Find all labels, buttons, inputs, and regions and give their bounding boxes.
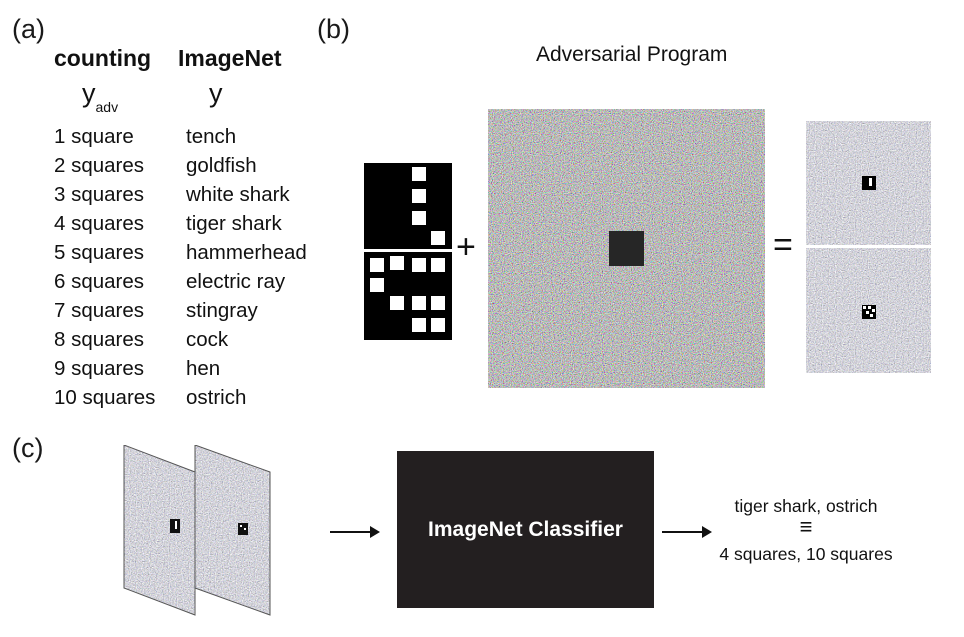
y-adv-subscript: adv [95, 99, 119, 116]
imagenet-label-cell: stingray [186, 299, 258, 322]
imagenet-label-cell: electric ray [186, 270, 286, 293]
center-mask [609, 231, 644, 266]
table-row: 3 squares white shark [54, 180, 307, 209]
programmed-image-10-squares [806, 248, 931, 373]
table-row: 5 squares hammerhead [54, 238, 307, 267]
count-cell: 6 squares [54, 270, 145, 293]
imagenet-label-cell: white shark [186, 183, 290, 206]
adversarial-program-title: Adversarial Program [536, 43, 728, 66]
imagenet-header: ImageNet [178, 45, 282, 71]
count-cell: 9 squares [54, 357, 145, 380]
y-label: y [209, 78, 223, 108]
adversarial-program-image [488, 109, 765, 388]
plus-sign: + [456, 228, 476, 266]
label-mapping-table: 1 square tench 2 squares goldfish 3 squares w… [54, 122, 307, 412]
count-cell: 3 squares [54, 183, 145, 206]
count-cell: 7 squares [54, 299, 145, 322]
output-imagenet-labels: tiger shark, ostrich [734, 496, 878, 516]
count-cell: 2 squares [54, 154, 145, 177]
divider [364, 249, 452, 252]
counting-image-4-squares [364, 163, 452, 249]
table-row: 9 squares hen [54, 354, 307, 383]
table-row: 4 squares tiger shark [54, 209, 307, 238]
panel-label-c: (c) [12, 433, 44, 463]
equivalence-symbol: ≡ [799, 514, 813, 539]
table-row: 10 squares ostrich [54, 383, 307, 412]
imagenet-label-cell: ostrich [186, 386, 247, 409]
count-cell: 10 squares [54, 386, 156, 409]
table-row: 6 squares electric ray [54, 267, 307, 296]
table-row: 7 squares stingray [54, 296, 307, 325]
imagenet-label-cell: tiger shark [186, 212, 282, 235]
table-row: 2 squares goldfish [54, 151, 307, 180]
stacked-input-images [120, 445, 271, 616]
imagenet-classifier-box: ImageNet Classifier [397, 451, 654, 608]
classifier-label: ImageNet Classifier [428, 517, 623, 541]
counting-image-10-squares [364, 252, 452, 340]
panel-label-a: (a) [12, 14, 45, 44]
imagenet-label-cell: tench [186, 125, 237, 148]
table-row: 1 square tench [54, 122, 307, 151]
count-cell: 8 squares [54, 328, 145, 351]
arrow-to-classifier [330, 526, 380, 538]
imagenet-label-cell: hammerhead [186, 241, 307, 264]
programmed-image-4-squares [806, 121, 931, 245]
y-adv-label: yadv [82, 78, 119, 116]
result-divider [806, 245, 931, 248]
arrow-to-output [662, 526, 712, 538]
panel-label-b: (b) [317, 14, 350, 44]
count-cell: 1 square [54, 125, 134, 148]
equals-sign: = [773, 226, 793, 264]
count-cell: 5 squares [54, 241, 145, 264]
imagenet-label-cell: cock [186, 328, 229, 351]
counting-header: counting [54, 45, 152, 71]
table-row: 8 squares cock [54, 325, 307, 354]
imagenet-label-cell: hen [186, 357, 221, 380]
count-cell: 4 squares [54, 212, 145, 235]
output-counting-labels: 4 squares, 10 squares [719, 544, 893, 564]
imagenet-label-cell: goldfish [186, 154, 257, 177]
